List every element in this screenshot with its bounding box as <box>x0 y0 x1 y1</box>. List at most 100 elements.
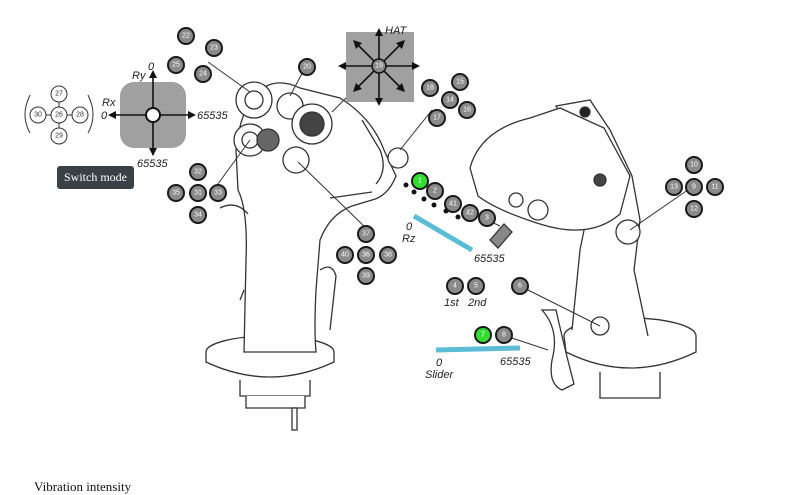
button-indicator <box>189 163 207 181</box>
rx-zero-label: 0 <box>101 110 108 122</box>
button-31[interactable]: 31 <box>189 184 207 202</box>
button-23[interactable]: 23 <box>205 39 223 57</box>
ry-label: Ry <box>132 70 147 82</box>
cross-up-label: 27 <box>55 91 63 98</box>
button-number-label: 31 <box>194 190 202 197</box>
button-number-label: 14 <box>446 97 454 104</box>
button-indicator <box>458 101 476 119</box>
rz-axis-bar <box>412 213 474 253</box>
hat-center-label: 19 <box>375 63 383 70</box>
button-indicator <box>428 109 446 127</box>
button-number-label: 2 <box>433 188 437 195</box>
button-11[interactable]: 11 <box>706 178 724 196</box>
button-indicator <box>209 184 227 202</box>
slider-axis-bar <box>435 345 521 353</box>
button-number-label: 34 <box>194 212 202 219</box>
button-42[interactable]: 42 <box>461 204 479 222</box>
rz-axis-widget: 0 Rz 65535 <box>402 182 505 265</box>
button-13[interactable]: 13 <box>665 178 683 196</box>
button-number-label: 18 <box>426 85 434 92</box>
button-indicator-active <box>474 326 492 344</box>
button-22[interactable]: 22 <box>177 27 195 45</box>
hat-center-button[interactable] <box>371 58 387 74</box>
button-15[interactable]: 15 <box>451 73 469 91</box>
button-number-label: 9 <box>692 184 696 191</box>
button-number-label: 13 <box>670 184 678 191</box>
button-number-label: 38 <box>384 252 392 259</box>
button-6[interactable]: 6 <box>511 277 529 295</box>
rx-max-label: 65535 <box>197 110 228 122</box>
button-40[interactable]: 40 <box>336 246 354 264</box>
button-3[interactable]: 3 <box>478 209 496 227</box>
button-number-label: 23 <box>210 45 218 52</box>
ry-zero-label: 0 <box>148 61 155 73</box>
hat-title: HAT <box>385 25 407 37</box>
button-38[interactable]: 38 <box>379 246 397 264</box>
button-18[interactable]: 18 <box>421 79 439 97</box>
second-stage-label: 2nd <box>467 297 487 309</box>
button-number-label: 7 <box>481 332 485 339</box>
button-20[interactable]: 20 <box>298 58 316 76</box>
slider-axis-widget: 0 Slider 65535 <box>425 345 531 381</box>
button-indicator <box>451 73 469 91</box>
button-number-label: 25 <box>172 62 180 69</box>
button-indicator <box>189 184 207 202</box>
button-indicator <box>706 178 724 196</box>
button-24[interactable]: 24 <box>194 65 212 83</box>
button-number-label: 17 <box>433 115 441 122</box>
button-2[interactable]: 2 <box>426 182 444 200</box>
button-number-label: 1 <box>418 178 422 185</box>
button-indicator <box>357 246 375 264</box>
button-25[interactable]: 25 <box>167 56 185 74</box>
button-33[interactable]: 33 <box>209 184 227 202</box>
ry-rx-center-indicator <box>145 107 161 123</box>
button-16[interactable]: 16 <box>458 101 476 119</box>
button-36[interactable]: 36 <box>357 246 375 264</box>
button-4[interactable]: 4 <box>446 277 464 295</box>
button-7[interactable]: 7 <box>474 326 492 344</box>
button-number-label: 4 <box>453 283 457 290</box>
button-1[interactable]: 1 <box>411 172 429 190</box>
button-12[interactable]: 12 <box>685 200 703 218</box>
button-34[interactable]: 34 <box>189 206 207 224</box>
button-indicator <box>194 65 212 83</box>
slider-max-label: 65535 <box>500 356 531 368</box>
button-indicator <box>336 246 354 264</box>
button-number-label: 20 <box>303 64 311 71</box>
button-indicator <box>167 56 185 74</box>
button-35[interactable]: 35 <box>167 184 185 202</box>
button-indicator <box>665 178 683 196</box>
button-17[interactable]: 17 <box>428 109 446 127</box>
slider-zero-label: 0 <box>436 357 443 369</box>
button-39[interactable]: 39 <box>357 267 375 285</box>
button-indicator <box>685 156 703 174</box>
button-10[interactable]: 10 <box>685 156 703 174</box>
button-5[interactable]: 5 <box>467 277 485 295</box>
button-9[interactable]: 9 <box>685 178 703 196</box>
rx-label: Rx <box>102 97 116 109</box>
button-number-label: 6 <box>518 283 522 290</box>
button-8[interactable]: 8 <box>495 326 513 344</box>
button-indicator <box>357 225 375 243</box>
button-indicator <box>461 204 479 222</box>
cross-center-label: 26 <box>55 112 63 119</box>
button-number-label: 10 <box>690 162 698 169</box>
button-14[interactable]: 14 <box>441 91 459 109</box>
button-32[interactable]: 32 <box>189 163 207 181</box>
rz-dotted-track <box>403 182 461 220</box>
button-number-label: 40 <box>341 252 349 259</box>
button-41[interactable]: 41 <box>444 195 462 213</box>
button-indicator <box>177 27 195 45</box>
button-indicator <box>478 209 496 227</box>
button-number-label: 15 <box>456 79 464 86</box>
button-number-label: 3 <box>485 215 489 222</box>
cross-left-label: 30 <box>34 112 42 119</box>
button-37[interactable]: 37 <box>357 225 375 243</box>
switch-mode-button[interactable]: Switch mode <box>57 166 134 189</box>
button-indicator <box>189 206 207 224</box>
button-indicator <box>685 178 703 196</box>
right-throttle-drawing <box>469 99 697 399</box>
rz-zero-label: 0 <box>406 221 413 233</box>
button-indicator <box>444 195 462 213</box>
